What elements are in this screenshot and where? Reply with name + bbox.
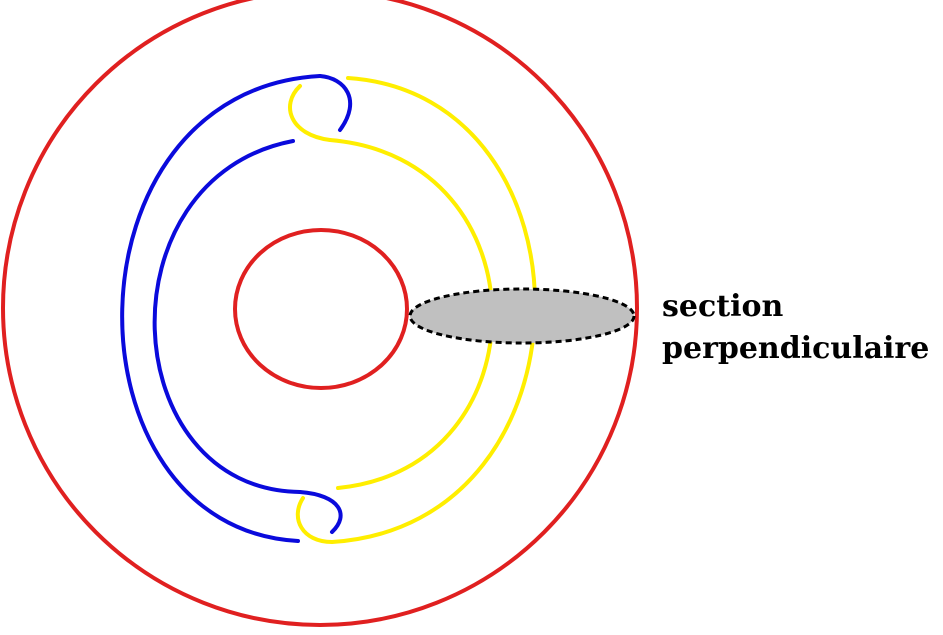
blue-strand-bottom-loop — [298, 490, 343, 534]
blue-strand-top-loop — [318, 74, 353, 132]
blue-strand-inner-arc — [152, 139, 302, 494]
perpendicular-section — [408, 287, 636, 345]
section-label-line-1: section — [662, 289, 784, 324]
outer-torus-circle — [1, 0, 639, 627]
yellow-strand-bottom-loop — [295, 496, 334, 544]
section-label: section perpendiculaire — [662, 286, 929, 370]
section-label-line-2: perpendiculaire — [662, 331, 930, 366]
inner-torus-circle — [233, 228, 409, 390]
blue-strand-outer-arc — [120, 74, 322, 543]
yellow-strand-top-loop — [288, 84, 332, 142]
